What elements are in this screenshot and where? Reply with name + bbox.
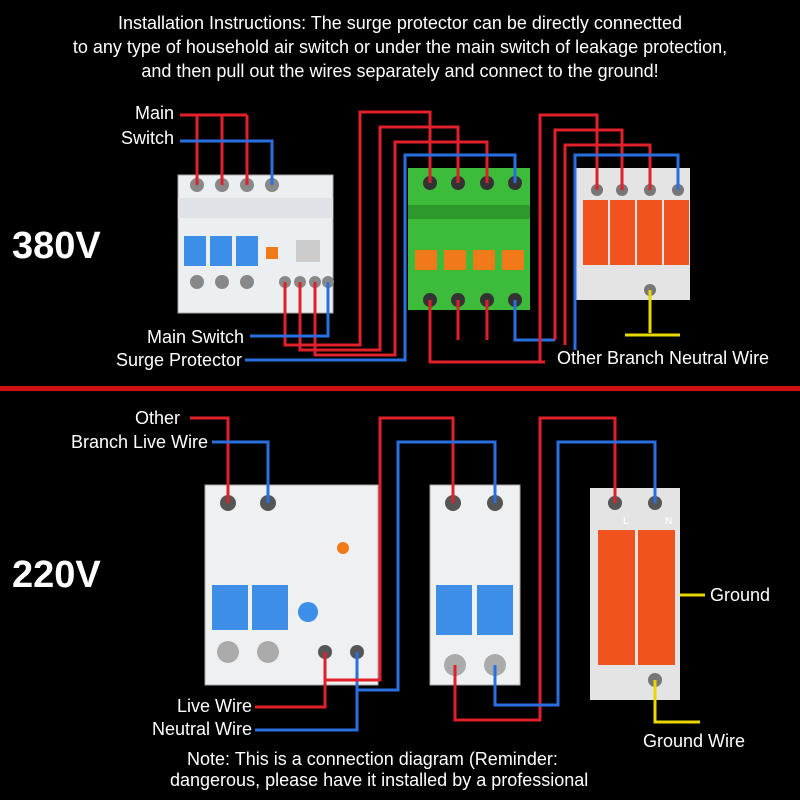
label-live-wire: Live Wire (176, 696, 252, 716)
instructions-line-2: to any type of household air switch or u… (72, 37, 728, 57)
instructions-line-1: Installation Instructions: The surge pro… (118, 13, 682, 33)
instructions-line-3: and then pull out the wires separately a… (141, 61, 659, 81)
terminal-n: N (665, 516, 673, 527)
label-neutral-wire: Neutral Wire (151, 719, 252, 739)
label-surge-protector: Surge Protector (115, 350, 242, 370)
label-ground-wire: Ground Wire (643, 731, 746, 751)
voltage-label-380v: 380V (12, 225, 101, 267)
label-branch-live-wire: Branch Live Wire (70, 432, 208, 452)
wires-220v (190, 416, 657, 732)
surge-protector-4p (575, 168, 690, 300)
note-line-1: Note: This is a connection diagram (Remi… (187, 749, 558, 769)
ground-wire-380v (625, 290, 680, 337)
label-main-switch: Main Switch (146, 327, 244, 347)
label-other: Other (134, 408, 180, 428)
main-switch-breaker-4p (177, 174, 334, 314)
terminal-l: L (623, 516, 629, 527)
label-other-branch-neutral: Other Branch Neutral Wire (557, 348, 770, 368)
section-separator (0, 386, 800, 391)
main-switch-rcbo-2p (204, 484, 379, 686)
label-main: Main (134, 103, 174, 123)
label-switch: Switch (120, 128, 174, 148)
wires-380v (180, 110, 680, 364)
note-line-2: dangerous, please have it installed by a… (170, 770, 589, 790)
label-ground: Ground (710, 585, 771, 605)
green-surge-breaker-4p (408, 168, 530, 310)
ground-wires-220v (653, 593, 705, 724)
surge-breaker-2p (429, 484, 521, 686)
surge-protector-2p (590, 488, 680, 700)
voltage-label-220v: 220V (12, 554, 101, 596)
